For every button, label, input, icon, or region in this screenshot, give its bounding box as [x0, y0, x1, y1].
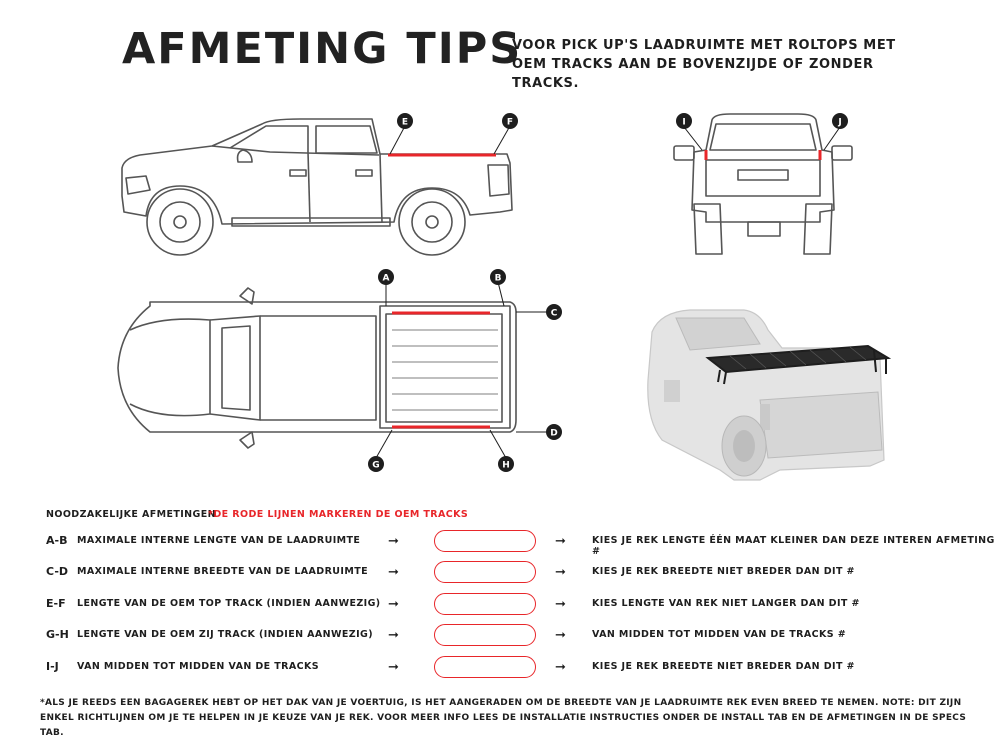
row-tip: KIES JE REK BREEDTE NIET BREDER DAN DIT … — [592, 566, 855, 577]
row-code: A-B — [46, 534, 68, 547]
callout-d: D — [546, 424, 562, 440]
arrow-right-icon: ➞ — [388, 597, 399, 612]
row-code: C-D — [46, 565, 69, 578]
arrow-right-icon: ➞ — [555, 597, 566, 612]
svg-text:E: E — [402, 118, 408, 128]
svg-text:G: G — [372, 461, 379, 471]
callout-a: A — [378, 269, 394, 285]
measurement-row: E-F LENGTE VAN DE OEM TOP TRACK (INDIEN … — [0, 593, 1000, 617]
svg-text:C: C — [551, 309, 558, 319]
row-tip: KIES JE REK LENGTE ÉÉN MAAT KLEINER DAN … — [592, 535, 995, 557]
callout-h: H — [498, 456, 514, 472]
row-code: G-H — [46, 628, 69, 641]
arrow-right-icon: ➞ — [555, 628, 566, 643]
row-tip: KIES JE REK BREEDTE NIET BREDER DAN DIT … — [592, 661, 855, 672]
svg-text:A: A — [383, 274, 390, 284]
callout-g: G — [368, 456, 384, 472]
svg-text:D: D — [550, 429, 557, 439]
measurement-row: G-H LENGTE VAN DE OEM ZIJ TRACK (INDIEN … — [0, 624, 1000, 648]
measurement-row: C-D MAXIMALE INTERNE BREEDTE VAN DE LAAD… — [0, 561, 1000, 585]
arrow-right-icon: ➞ — [555, 660, 566, 675]
measurement-input[interactable] — [434, 593, 536, 615]
row-tip: VAN MIDDEN TOT MIDDEN VAN DE TRACKS # — [592, 629, 847, 640]
callout-f: F — [502, 113, 518, 129]
measurement-input[interactable] — [434, 530, 536, 552]
callout-b: B — [490, 269, 506, 285]
svg-text:H: H — [502, 461, 510, 471]
rear-view-truck — [673, 113, 853, 255]
arrow-right-icon: ➞ — [388, 565, 399, 580]
arrow-right-icon: ➞ — [388, 660, 399, 675]
row-description: MAXIMALE INTERNE LENGTE VAN DE LAADRUIMT… — [77, 535, 361, 546]
arrow-right-icon: ➞ — [388, 534, 399, 549]
arrow-right-icon: ➞ — [388, 628, 399, 643]
top-view-truck — [117, 287, 517, 449]
callout-j: J — [832, 113, 848, 129]
svg-text:F: F — [507, 118, 513, 128]
measurement-row: A-B MAXIMALE INTERNE LENGTE VAN DE LAADR… — [0, 530, 1000, 557]
row-code: E-F — [46, 597, 66, 610]
requirements-note: *DE RODE LIJNEN MARKEREN DE OEM TRACKS — [208, 509, 469, 520]
svg-text:B: B — [495, 274, 502, 284]
row-code: I-J — [46, 660, 59, 673]
vehicle-diagrams: E F I J A B — [117, 113, 892, 481]
measurement-input[interactable] — [434, 656, 536, 678]
measurement-input[interactable] — [434, 624, 536, 646]
row-description: MAXIMALE INTERNE BREEDTE VAN DE LAADRUIM… — [77, 566, 368, 577]
requirements-heading: NOODZAKELIJKE AFMETINGEN — [46, 509, 216, 520]
side-view-truck — [121, 118, 513, 256]
svg-text:J: J — [837, 118, 841, 128]
perspective-truck-with-rack — [647, 309, 885, 481]
callout-i: I — [676, 113, 692, 129]
row-description: LENGTE VAN DE OEM TOP TRACK (INDIEN AANW… — [77, 598, 381, 609]
callout-e: E — [397, 113, 413, 129]
row-tip: KIES LENGTE VAN REK NIET LANGER DAN DIT … — [592, 598, 860, 609]
page-subtitle: VOOR PICK UP'S LAADRUIMTE MET ROLTOPS ME… — [512, 38, 896, 91]
arrow-right-icon: ➞ — [555, 534, 566, 549]
arrow-right-icon: ➞ — [555, 565, 566, 580]
measurement-row: I-J VAN MIDDEN TOT MIDDEN VAN DE TRACKS … — [0, 656, 1000, 680]
svg-text:I: I — [682, 118, 685, 128]
row-description: VAN MIDDEN TOT MIDDEN VAN DE TRACKS — [77, 661, 319, 672]
page-title: AFMETING TIPS — [122, 24, 523, 74]
callout-c: C — [546, 304, 562, 320]
footer-note: *ALS JE REEDS EEN BAGAGEREK HEBT OP HET … — [40, 698, 967, 738]
measurement-input[interactable] — [434, 561, 536, 583]
bed-rack — [705, 344, 892, 385]
row-description: LENGTE VAN DE OEM ZIJ TRACK (INDIEN AANW… — [77, 629, 373, 640]
